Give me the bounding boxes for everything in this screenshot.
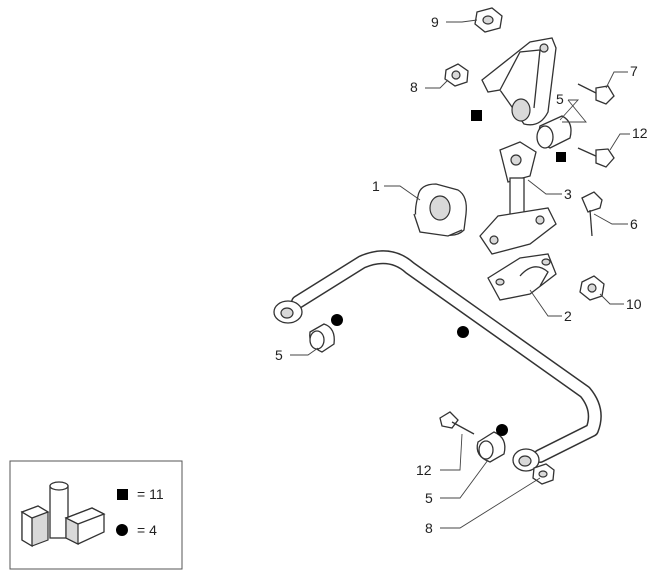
legend-box: = 11 = 4 — [9, 460, 183, 570]
square-marker-bracket — [471, 110, 482, 121]
callout-8-top: 8 — [410, 79, 418, 95]
callout-9-top: 9 — [431, 14, 439, 30]
bolt-7 — [577, 83, 615, 105]
callout-6: 6 — [630, 216, 638, 232]
bushing-5-bottom — [476, 431, 506, 463]
circle-marker-bar — [457, 326, 469, 338]
legend-circle-icon — [116, 524, 128, 536]
bar-end-eye-left — [273, 300, 303, 324]
callout-12-bottom: 12 — [416, 462, 432, 478]
square-marker-bushing — [556, 152, 566, 162]
legend-square-icon — [117, 489, 128, 500]
nut-8-bottom — [532, 463, 555, 485]
bolt-12-top — [577, 147, 615, 168]
mounting-bracket — [481, 37, 557, 126]
nut-8-top — [444, 63, 469, 87]
callout-5-left: 5 — [275, 347, 283, 363]
callout-2: 2 — [564, 308, 572, 324]
legend-square-value: = 11 — [137, 486, 164, 502]
callout-10: 10 — [626, 296, 642, 312]
clamp-2 — [487, 253, 557, 301]
link-rod-3 — [479, 141, 557, 255]
callout-7: 7 — [630, 63, 638, 79]
leader-lines — [290, 19, 630, 529]
callout-3: 3 — [564, 186, 572, 202]
callout-5-top: 5 — [556, 91, 564, 107]
rubber-mount-1 — [413, 183, 467, 237]
nut-9-top — [474, 7, 503, 33]
callout-8-bottom: 8 — [425, 520, 433, 536]
legend-circle-value: = 4 — [137, 522, 157, 538]
callout-1: 1 — [372, 178, 380, 194]
circle-marker-bottom — [496, 424, 508, 436]
packaging-icon — [20, 481, 106, 548]
stabilizer-bar — [291, 250, 602, 463]
circle-marker-left — [331, 314, 343, 326]
nut-10 — [579, 275, 605, 301]
bushing-5-top — [536, 115, 572, 149]
bolt-6 — [581, 191, 603, 237]
bar-end-eye-right — [512, 448, 540, 472]
callout-5-bottom: 5 — [425, 490, 433, 506]
bushing-5-left — [309, 323, 335, 353]
callout-12-top: 12 — [632, 125, 648, 141]
bolt-12-bottom — [439, 411, 475, 435]
